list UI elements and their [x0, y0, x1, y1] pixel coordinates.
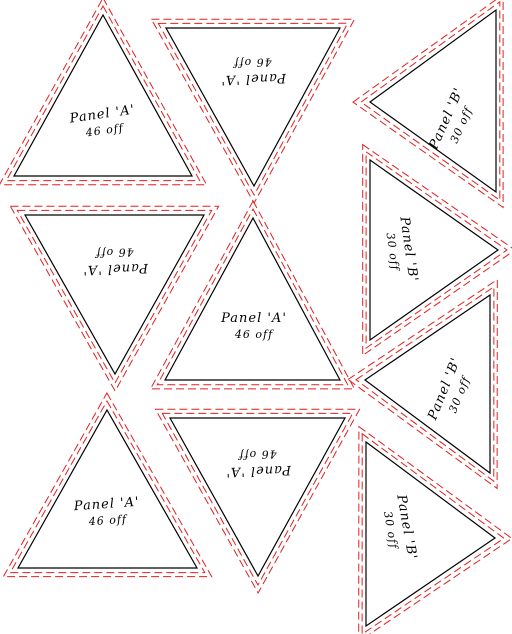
panel-quantity: 46 off [84, 121, 126, 139]
cut-line [361, 432, 505, 634]
cut-line [0, 0, 208, 186]
cut-line [355, 285, 495, 483]
cut-line [9, 205, 220, 393]
panel-a1: Panel 'A'46 off [0, 0, 208, 186]
panel-label: Panel 'A'46 off [225, 447, 292, 479]
panel-quantity: 46 off [234, 328, 274, 341]
panel-label: Panel 'A' 46 off [220, 311, 287, 341]
panel-name: Panel 'A' [220, 70, 287, 87]
panel-quantity: 30 off [384, 232, 402, 273]
cut-line [157, 22, 349, 197]
panel-quantity: 46 off [237, 447, 278, 461]
panel-outline [365, 440, 497, 628]
cut-line [360, 0, 501, 202]
panel-name: Panel 'A' [225, 462, 292, 479]
panel-a4: Panel 'A' 46 off [149, 199, 356, 390]
cut-line [16, 209, 213, 385]
cut-line [347, 278, 498, 490]
panel-outline [368, 8, 497, 194]
panel-quantity: 46 off [232, 55, 273, 69]
panel-b4: Panel 'B'30 off [358, 425, 512, 634]
cut-line [352, 0, 504, 209]
panel-b3: Panel 'B'30 off [347, 278, 498, 490]
panel-a5: Panel 'A'46 off [2, 391, 213, 578]
panel-label: Panel 'A'46 off [72, 495, 140, 529]
panel-b1: Panel 'B'30 off [352, 0, 504, 209]
panel-outline [168, 417, 347, 578]
cut-line [362, 143, 512, 357]
panel-name: Panel 'A' [82, 260, 149, 277]
panel-a3: Panel 'A'46 off [9, 205, 220, 393]
cut-line [2, 391, 213, 578]
panel-quantity: 46 off [94, 245, 135, 259]
panel-outline [16, 408, 199, 569]
panel-a6: Panel 'A'46 off [154, 408, 361, 595]
cut-line [5, 4, 201, 182]
panel-name: Panel 'A' [220, 311, 287, 326]
cut-line [358, 425, 512, 634]
cut-line [156, 207, 349, 386]
panel-name: Panel 'A' [72, 495, 140, 515]
panel-quantity: 46 off [87, 513, 128, 529]
panel-b2: Panel 'B'30 off [362, 143, 512, 357]
cut-line [149, 199, 356, 390]
cut-line [9, 399, 206, 574]
panel-outline [164, 27, 342, 188]
panel-label: Panel 'A'46 off [220, 55, 287, 87]
panel-outline [363, 293, 491, 475]
panel-outline [369, 158, 500, 342]
panel-outline [163, 216, 342, 381]
panel-label: Panel 'A'46 off [82, 245, 149, 277]
cut-line [150, 18, 356, 205]
cut-line [161, 412, 354, 587]
cut-line [365, 150, 508, 350]
panel-outline [12, 13, 194, 177]
panel-a2: Panel 'A'46 off [150, 18, 356, 205]
cut-line [154, 408, 361, 595]
panel-outline [23, 214, 206, 376]
